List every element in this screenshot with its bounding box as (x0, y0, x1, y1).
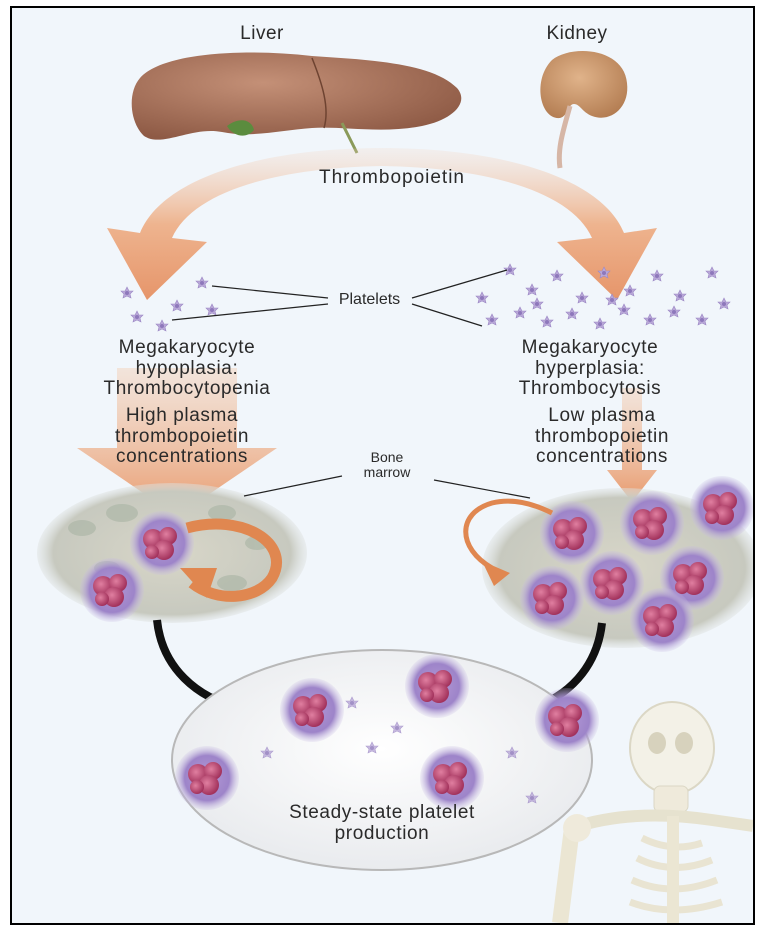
right-state-label: Megakaryocyte hyperplasia: Thrombocytosi… (430, 338, 750, 400)
left-conc-line-1: High plasma (32, 406, 332, 427)
platelets-right-group (476, 264, 730, 329)
left-state-line-3: Thrombocytopenia (32, 379, 342, 400)
left-conc-line-2: thrombopoietin (32, 427, 332, 448)
right-conc-line-3: concentrations (462, 447, 742, 468)
steady-state-line-1: Steady-state platelet (222, 803, 542, 824)
right-conc-line-1: Low plasma (462, 406, 742, 427)
liver-label: Liver (207, 24, 317, 45)
bone-marrow-label: Bone marrow (332, 450, 442, 480)
platelets-label: Platelets (322, 291, 417, 308)
liver-illustration (132, 52, 462, 153)
kidney-label: Kidney (527, 24, 627, 45)
platelets-left-group (121, 277, 218, 331)
steady-state-label: Steady-state platelet production (222, 803, 542, 844)
left-state-line-2: hypoplasia: (32, 359, 342, 380)
left-state-line-1: Megakaryocyte (32, 338, 342, 359)
bone-marrow-left (37, 483, 307, 623)
bone-marrow-line-2: marrow (332, 465, 442, 480)
right-concentration-label: Low plasma thrombopoietin concentrations (462, 406, 742, 468)
left-conc-line-3: concentrations (32, 447, 332, 468)
right-state-line-3: Thrombocytosis (430, 379, 750, 400)
steady-state-line-2: production (222, 824, 542, 845)
left-concentration-label: High plasma thrombopoietin concentration… (32, 406, 332, 468)
diagram-frame: Liver Kidney Thrombopoietin Platelets Me… (10, 6, 755, 925)
left-state-label: Megakaryocyte hypoplasia: Thrombocytopen… (32, 338, 342, 400)
thrombopoietin-label: Thrombopoietin (232, 168, 552, 189)
right-state-line-1: Megakaryocyte (430, 338, 750, 359)
bone-marrow-line-1: Bone (332, 450, 442, 465)
bone-marrow-right (466, 476, 753, 652)
right-state-line-2: hyperplasia: (430, 359, 750, 380)
kidney-illustration (540, 51, 627, 168)
right-conc-line-2: thrombopoietin (462, 427, 742, 448)
